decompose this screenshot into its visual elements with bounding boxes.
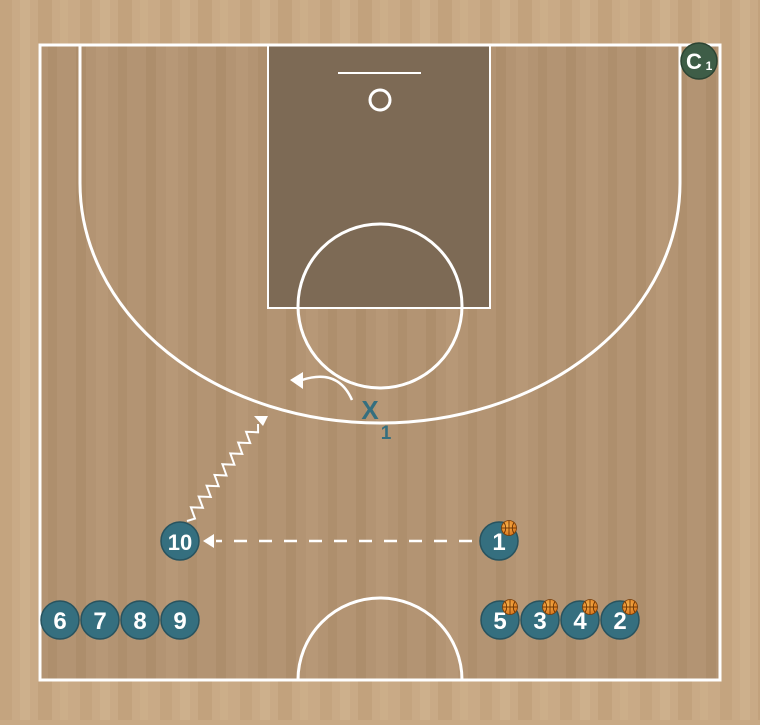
player-number: 4 (573, 608, 587, 635)
coach-label: C (686, 49, 702, 74)
paint-area (267, 44, 491, 309)
center-circle (296, 596, 464, 681)
defender-subscript: 1 (381, 423, 392, 444)
defender-x1: X 1 (361, 395, 391, 444)
defender-label: X (361, 395, 379, 425)
player-8: 8 (120, 600, 160, 640)
player-circle (160, 600, 200, 640)
cut-arrow (290, 372, 354, 401)
player-number: 1 (492, 529, 505, 556)
player-number: 9 (173, 608, 186, 635)
player-number: 8 (133, 608, 146, 635)
player-4: 4 (560, 599, 600, 640)
basketball-icon (622, 599, 638, 615)
basketball-icon (582, 599, 598, 615)
player-7: 7 (80, 600, 120, 640)
player-circle (120, 600, 160, 640)
basketball-icon (501, 520, 517, 536)
free-throw-circle (296, 222, 464, 390)
three-point-line (78, 45, 682, 425)
player-10: 10 (160, 521, 200, 561)
player-number: 10 (168, 530, 192, 555)
player-5: 5 (480, 599, 520, 640)
court-boundary (38, 43, 722, 682)
court-lines (38, 43, 722, 682)
pass-arrow (203, 534, 472, 548)
player-2: 2 (600, 599, 640, 640)
coach-marker: C 1 (680, 42, 718, 80)
player-number: 7 (93, 608, 106, 635)
dribble-arrow (186, 416, 268, 522)
player-9: 9 (160, 600, 200, 640)
coach-subscript: 1 (706, 59, 713, 73)
player-6: 6 (40, 600, 80, 640)
player-1: 1 (479, 520, 519, 561)
player-number: 6 (53, 608, 66, 635)
basketball-icon (542, 599, 558, 615)
player-circle (80, 600, 120, 640)
player-3: 3 (520, 599, 560, 640)
player-number: 5 (493, 608, 506, 635)
player-circle (40, 600, 80, 640)
basketball-icon (502, 599, 518, 615)
player-number: 2 (613, 608, 626, 635)
player-circle (160, 521, 200, 561)
hoop (368, 88, 392, 112)
player-number: 3 (533, 608, 546, 635)
